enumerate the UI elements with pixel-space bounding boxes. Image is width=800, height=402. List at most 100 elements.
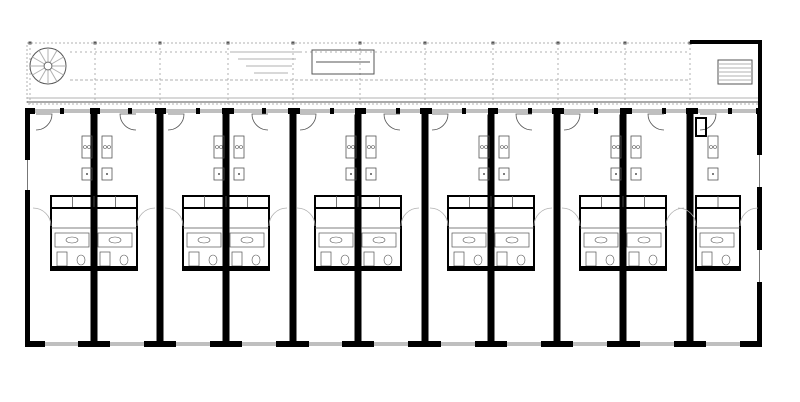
hob-ring <box>215 145 219 149</box>
south-window <box>573 340 607 348</box>
core-door-swing <box>677 207 697 227</box>
hob-ring <box>87 145 91 149</box>
basin <box>637 236 651 244</box>
core-base-wall <box>696 266 740 271</box>
core-spine-wall <box>355 208 361 270</box>
spiral-stair-tread <box>51 56 64 65</box>
north-window <box>466 107 488 115</box>
toilet <box>119 254 129 266</box>
sink-drain <box>615 173 617 175</box>
entrance-door-swing <box>515 113 533 131</box>
south-window <box>176 340 210 348</box>
core-spine-wall <box>91 208 97 270</box>
gallery-opening <box>311 49 375 75</box>
spiral-stair-tread <box>38 69 47 82</box>
hob-ring <box>239 145 243 149</box>
south-window <box>309 340 342 348</box>
kitchen-sink <box>233 167 245 181</box>
core-spine-wall <box>223 208 229 270</box>
toilet <box>340 254 350 266</box>
entrance-door-swing <box>167 113 185 131</box>
bathtub <box>229 232 265 248</box>
north-window <box>532 107 552 115</box>
sink-drain <box>370 173 372 175</box>
north-window <box>498 107 528 115</box>
kitchen-sink <box>610 167 622 181</box>
core-spine-wall <box>488 208 494 270</box>
party-wall <box>156 108 164 347</box>
basin <box>372 236 386 244</box>
shower-tray <box>628 251 640 267</box>
basin <box>108 236 122 244</box>
shower-tray <box>363 251 375 267</box>
north-window <box>400 107 420 115</box>
kitchen-counter <box>101 135 113 159</box>
south-window <box>441 340 475 348</box>
shower-tray <box>453 251 465 267</box>
service-shaft <box>695 117 707 137</box>
core-base-wall <box>580 266 666 271</box>
north-window <box>698 107 728 115</box>
bathtub <box>451 232 487 248</box>
structural-walls <box>25 40 762 347</box>
hob-ring <box>371 145 375 149</box>
hob-ring <box>347 145 351 149</box>
bathtub <box>97 232 133 248</box>
hob-ring <box>107 145 111 149</box>
basin <box>505 236 519 244</box>
sink-drain <box>218 173 220 175</box>
toilet <box>383 254 393 266</box>
core <box>429 135 553 271</box>
core-spine-wall <box>620 208 626 270</box>
toilet <box>516 254 526 266</box>
sink-drain <box>635 173 637 175</box>
kitchen-counter <box>213 135 225 159</box>
sink-drain <box>238 173 240 175</box>
bathtub <box>626 232 662 248</box>
kitchen-counter <box>233 135 245 159</box>
party-wall <box>553 108 561 347</box>
core <box>164 135 288 271</box>
toilet <box>721 254 731 266</box>
hob-ring <box>219 145 223 149</box>
shower-tray <box>188 251 200 267</box>
kitchen-sink <box>498 167 510 181</box>
north-window <box>200 107 222 115</box>
bathtub <box>583 232 619 248</box>
toilet <box>251 254 261 266</box>
hob-ring <box>235 145 239 149</box>
shower-tray <box>56 251 68 267</box>
kitchen-counter <box>81 135 93 159</box>
entrance-door-swing <box>383 113 401 131</box>
core-door-swing <box>400 207 420 227</box>
east-wall <box>757 108 762 347</box>
hob-ring <box>480 145 484 149</box>
toilet <box>208 254 218 266</box>
hob-ring <box>636 145 640 149</box>
toilet <box>76 254 86 266</box>
kitchen-sink <box>365 167 377 181</box>
south-window <box>110 340 144 348</box>
core-base-wall <box>183 266 269 271</box>
shower-tray <box>99 251 111 267</box>
hob-ring <box>500 145 504 149</box>
entrance-door-swing <box>119 113 137 131</box>
entrance-door-swing <box>35 113 53 131</box>
core-half <box>677 135 759 271</box>
north-window <box>432 107 462 115</box>
basin <box>240 236 254 244</box>
kitchen-counter <box>498 135 510 159</box>
south-window <box>242 340 276 348</box>
core-door-swing <box>665 207 685 227</box>
south-window <box>374 340 408 348</box>
kitchen-counter <box>365 135 377 159</box>
hob-ring <box>351 145 355 149</box>
bathtub <box>494 232 530 248</box>
hob-ring <box>83 145 87 149</box>
core-door-swing <box>739 207 759 227</box>
north-window <box>166 107 196 115</box>
kitchen-sink <box>345 167 357 181</box>
corner-wall <box>758 40 762 108</box>
entrance-door-swing <box>431 113 449 131</box>
sink-drain <box>350 173 352 175</box>
